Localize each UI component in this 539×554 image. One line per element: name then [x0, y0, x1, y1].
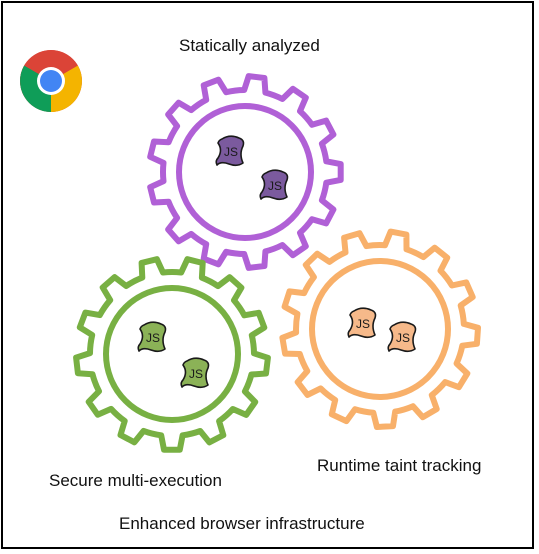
static-analysis-gear: JS JS [147, 73, 344, 271]
statically-analyzed-label: Statically analyzed [179, 36, 320, 55]
js-script-icon: JS [347, 307, 377, 339]
multi-execution-gear: JS JS [73, 256, 271, 453]
runtime-taint-tracking-label: Runtime taint tracking [317, 456, 482, 475]
js-script-icon: JS [387, 321, 417, 353]
js-script-icon: JS [137, 321, 167, 353]
js-label: JS [356, 317, 370, 331]
js-label: JS [396, 331, 410, 345]
js-script-icon: JS [215, 135, 245, 167]
static-analysis-gear-teeth [147, 73, 344, 271]
js-label: JS [268, 179, 282, 193]
js-script-icon: JS [259, 169, 289, 201]
js-script-icon: JS [180, 357, 210, 389]
taint-tracking-gear-hub-ring [309, 258, 451, 400]
taint-tracking-gear-teeth [279, 228, 481, 430]
js-label: JS [189, 367, 203, 381]
js-label: JS [146, 331, 160, 345]
static-analysis-gear-hub-ring [176, 103, 314, 241]
infrastructure-label: Enhanced browser infrastructure [119, 514, 365, 533]
chrome-logo-icon [20, 50, 82, 112]
multi-execution-gear-teeth [73, 256, 271, 453]
secure-multi-execution-label: Secure multi-execution [49, 471, 222, 490]
taint-tracking-gear: JS JS [279, 228, 481, 430]
js-label: JS [224, 145, 238, 159]
multi-execution-gear-hub-ring [103, 285, 241, 423]
